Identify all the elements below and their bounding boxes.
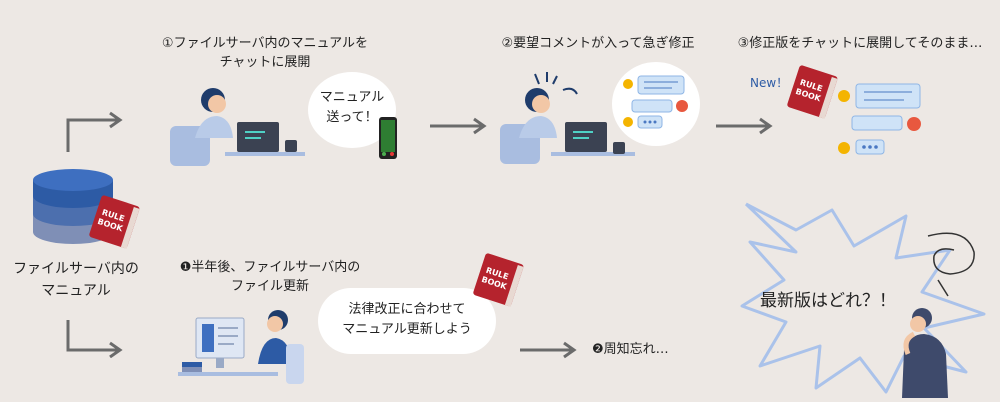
speech-bubble-text-2: 法律改正に合わせて マニュアル更新しよう [342, 302, 472, 337]
database-icon [30, 168, 116, 248]
bottom-step2-title: ❷周知忘れ… [592, 342, 669, 357]
speech-bubble-text-1: マニュアル 送って！ [319, 90, 385, 125]
rule-book-icon: RULE BOOK [85, 192, 144, 254]
smartphone-icon [378, 116, 398, 160]
rule-book-new-icon: RULE BOOK [783, 62, 842, 124]
branch-arrow-up [66, 111, 123, 152]
confused-person-illustration [896, 306, 956, 398]
bottom-step1-title: ❶半年後、ファイルサーバ内の ファイル更新 [179, 260, 361, 294]
branch-arrow-down [66, 320, 123, 358]
person-at-laptop-illustration [165, 78, 315, 168]
speech-bubble-law-update [318, 288, 496, 354]
step3-title: ③修正版をチャットに展開してそのまま… [737, 36, 983, 51]
woman-at-desktop-illustration [178, 304, 308, 396]
flow-arrow-3 [520, 341, 577, 359]
rule-book-updated-icon: RULE BOOK [469, 250, 528, 312]
flow-arrow-2 [716, 117, 773, 135]
chat-messages-icon [618, 70, 698, 140]
step2-title: ②要望コメントが入って急ぎ修正 [501, 36, 695, 51]
hurried-person-illustration [495, 68, 645, 166]
chat-messages-spread-icon [834, 78, 934, 162]
confusion-text: 最新版はどれ？！ [760, 291, 896, 311]
source-label: ファイルサーバ内の マニュアル [13, 261, 139, 299]
step1-title: ①ファイルサーバ内のマニュアルを チャットに展開 [161, 36, 369, 70]
new-badge: New！ [750, 76, 789, 90]
flow-arrow-1 [430, 117, 487, 135]
